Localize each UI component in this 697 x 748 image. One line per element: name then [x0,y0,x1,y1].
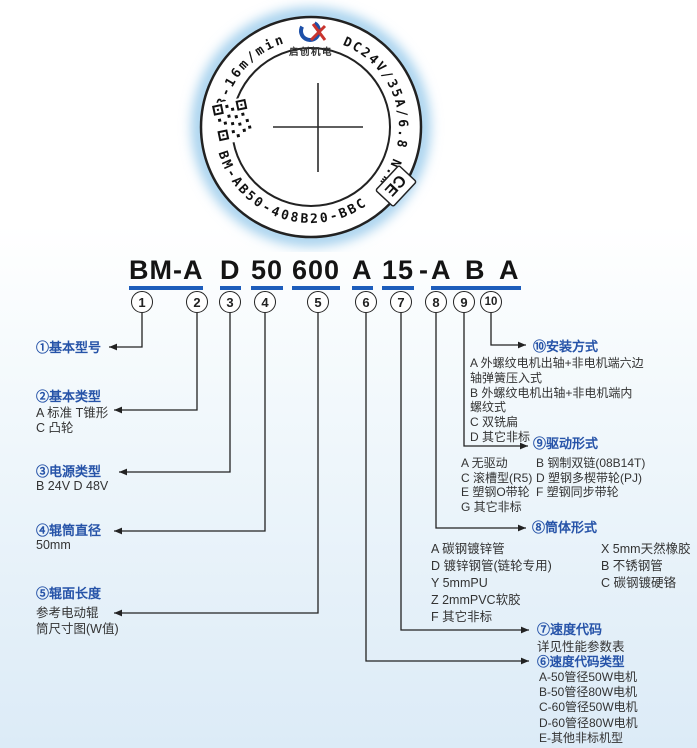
right-block9-col2: B 钢制双链(08B14T) D 塑钢多楔带轮(PJ) F 塑钢同步带轮 [536,456,645,500]
right-block9-title: ⑨驱动形式 [533,436,599,451]
left-block4-title: ④辊筒直径 [36,523,102,538]
right-block8-item: D 镀锌钢管(链轮专用) [431,559,552,573]
left-block5-item: 筒尺寸图(W值) [36,622,119,636]
right-block9-col1: A 无驱动 C 滚槽型(R5) E 塑钢O带轮 G 其它非标 [461,456,532,514]
marker-7: 7 [390,291,412,313]
marker-5: 5 [307,291,329,313]
right-block8-col1: A 碳钢镀锌管 D 镀锌钢管(链轮专用) Y 5mmPU Z 2mmPVC软胶 … [431,541,552,626]
left-block2-items: A 标准 T锥形 C 凸轮 [36,406,108,436]
model-seg-7: A B A [431,255,521,290]
model-seg-1: BM-A [129,255,204,290]
right-block6-item: A-50管径50W电机 [539,670,638,684]
marker-10: 10 [480,291,502,313]
left-block4-item: 50mm [36,538,71,552]
model-seg-dash: - [419,255,429,285]
model-seg-4: 600 [292,255,341,290]
left-block3-item: B 24V D 48V [36,479,109,493]
right-block7-item: 详见性能参数表 [537,640,625,654]
right-block9-item: G 其它非标 [461,499,522,514]
left-block3-title: ③电源类型 [36,464,102,479]
right-block9-item: F 塑钢同步带轮 [536,485,619,500]
left-block5-title: ⑤辊面长度 [36,586,102,601]
brand-name: 启创机电 [289,46,333,58]
marker-4: 4 [254,291,276,313]
marker-6: 6 [355,291,377,313]
marker-9: 9 [453,291,475,313]
right-block8-title: ⑧筒体形式 [532,520,598,535]
right-block6-item: B-50管径80W电机 [539,685,638,700]
right-block8-item: F 其它非标 [431,610,493,624]
right-block10-item: C 双铣扁 [470,415,519,430]
right-block6-item: D-60管径80W电机 [539,715,638,730]
model-seg-6: 15 [382,255,415,290]
right-block10-item: D 其它非标 [470,429,531,444]
brand-logo-icon [299,20,327,42]
right-block10-item: 螺纹式 [470,400,507,415]
right-block8-item: Z 2mmPVC软胶 [431,593,521,607]
right-block6-item: C-60管径50W电机 [539,700,638,715]
right-block7-title: ⑦速度代码 [537,622,603,637]
left-block2-item: A 标准 T锥形 [36,406,109,420]
right-block8-item: X 5mm天然橡胶 [601,542,691,556]
right-block9-item: A 无驱动 [461,456,508,470]
left-block5-items: 参考电动辊 筒尺寸图(W值) [36,605,119,637]
right-block9-item: C 滚槽型(R5) [461,470,533,485]
right-block8-item: Y 5mmPU [431,576,488,590]
right-block10-title: ⑩安装方式 [533,339,599,354]
right-block6-items: A-50管径50W电机 B-50管径80W电机 C-60管径50W电机 D-60… [539,670,638,746]
left-block2-title: ②基本类型 [36,389,102,404]
right-block10-item: B 外螺纹电机出轴+非电机端内 [470,385,633,400]
marker-3: 3 [219,291,241,313]
qr-code-icon [209,96,256,146]
right-block9-item: B 钢制双链(08B14T) [536,456,646,470]
marker-1: 1 [131,291,153,313]
right-block10-item: 轴弹簧压入式 [470,370,543,385]
left-block1-title: ①基本型号 [36,340,102,355]
roller-label: 启创机电 3-16m/min DC24V/35A/6.8 N.m BM-AB50… [192,8,430,246]
marker-2: 2 [186,291,208,313]
model-seg-2: D [220,255,241,290]
right-block10-item: A 外螺纹电机出轴+非电机端六边 [470,356,644,370]
left-block5-item: 参考电动辊 [36,606,99,620]
marker-8: 8 [425,291,447,313]
label-glow [192,8,430,246]
left-block2-item: C 凸轮 [36,421,74,435]
right-block10-items: A 外螺纹电机出轴+非电机端六边 轴弹簧压入式 B 外螺纹电机出轴+非电机端内 … [470,356,644,445]
crosshair-icon [273,83,363,172]
right-block8-item: A 碳钢镀锌管 [431,542,505,556]
right-block9-item: D 塑钢多楔带轮(PJ) [536,470,642,485]
right-block6-item: E-其他非标机型 [539,730,624,745]
model-seg-3: 50 [251,255,284,290]
right-block9-item: E 塑钢O带轮 [461,485,530,500]
right-block8-item: B 不锈钢管 [601,559,663,573]
right-block8-col2: X 5mm天然橡胶 B 不锈钢管 C 碳钢镀硬铬 [601,541,691,592]
right-block6-title: ⑥速度代码类型 [537,655,625,669]
right-block8-item: C 碳钢镀硬铬 [601,576,677,590]
model-seg-5: A [352,255,373,290]
